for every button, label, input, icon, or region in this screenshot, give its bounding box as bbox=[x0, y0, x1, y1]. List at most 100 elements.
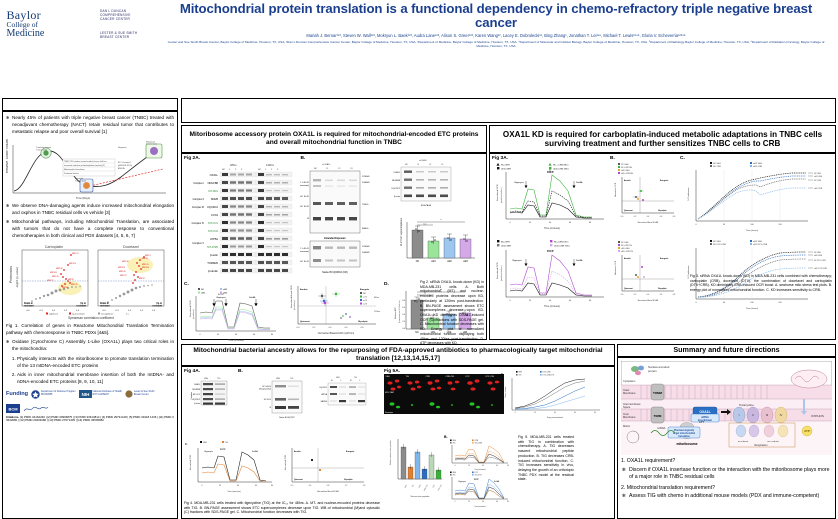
svg-text:FCCP: FCCP bbox=[547, 250, 554, 253]
svg-text:siKD VEH: siKD VEH bbox=[753, 163, 762, 165]
oxa1l-sub-1: Physically interacts with the mitoriboso… bbox=[17, 356, 174, 370]
svg-text:40: 40 bbox=[549, 222, 552, 224]
svg-text:OXPHOS: OXPHOS bbox=[811, 414, 824, 418]
svg-text:40: 40 bbox=[482, 465, 484, 467]
svg-text:0: 0 bbox=[509, 222, 511, 224]
background-bullets-2: We observe DNA-damaging agents induce in… bbox=[6, 203, 174, 240]
fig3a-label: Fig 3A. bbox=[492, 156, 508, 161]
svg-text:Normalized OCR: Normalized OCR bbox=[285, 454, 287, 470]
svg-text:Tumor state: Tumor state bbox=[146, 142, 158, 145]
svg-text:6.0: 6.0 bbox=[402, 307, 406, 309]
svg-text:80: 80 bbox=[589, 300, 592, 302]
goal-text: Our goal is to determine whether mitocho… bbox=[197, 105, 820, 115]
svg-text:Aerobic: Aerobic bbox=[624, 257, 631, 260]
background-bullet-2: We observe DNA-damaging agents induce in… bbox=[6, 203, 174, 217]
svg-text:CRB: CRB bbox=[426, 376, 431, 378]
svg-text:3: 3 bbox=[277, 169, 279, 171]
svg-text:NC+VEH: NC+VEH bbox=[501, 164, 510, 166]
svg-text:I: I bbox=[739, 413, 740, 417]
svg-text:up-in-resistant: up-in-resistant bbox=[72, 312, 85, 315]
svg-text:0: 0 bbox=[455, 501, 456, 503]
svg-text:Tumor state: Tumor state bbox=[75, 179, 87, 182]
svg-text:UQCRC2: UQCRC2 bbox=[319, 387, 327, 389]
svg-text:48hrs: 48hrs bbox=[230, 163, 237, 167]
svg-text:TIG+CRB: TIG+CRB bbox=[475, 443, 483, 445]
svg-text:siB1: siB1 bbox=[201, 293, 206, 295]
svg-text:Aerobic: Aerobic bbox=[624, 179, 631, 182]
svg-text:50: 50 bbox=[723, 224, 726, 226]
svg-text:NC VEH: NC VEH bbox=[713, 163, 721, 165]
svg-text:-log10 (p-value): -log10 (p-value) bbox=[15, 267, 19, 288]
right-section-title: OXA1L KD is required for carboplatin-ind… bbox=[489, 125, 836, 153]
svg-text:#2: #2 bbox=[429, 164, 432, 166]
svg-text:0.0: 0.0 bbox=[621, 216, 624, 218]
svg-text:TIG: TIG bbox=[453, 443, 456, 445]
svg-text:80: 80 bbox=[594, 412, 596, 414]
svg-text:VEH: VEH bbox=[386, 376, 391, 378]
svg-text:0.6: 0.6 bbox=[345, 327, 349, 329]
svg-text:NC VEH: NC VEH bbox=[814, 252, 821, 254]
svg-text:TIG+DTX: TIG+DTX bbox=[475, 475, 483, 477]
svg-text:0.4: 0.4 bbox=[647, 294, 650, 296]
bottom-title-text: Mitochondrial bacterial ancestry allows … bbox=[193, 347, 603, 362]
svg-text:MT-CO2: MT-CO2 bbox=[208, 229, 218, 233]
svg-text:20: 20 bbox=[529, 300, 532, 302]
svg-text:NC: NC bbox=[258, 169, 262, 171]
oxa1l-bullet-block: Oxidase (Cytochrome C) Assembly 1-Like (… bbox=[6, 339, 174, 353]
svg-text:MRPS5: MRPS5 bbox=[142, 258, 148, 260]
svg-text:TNBC PDX studies treated resid: TNBC PDX studies treated residual tumor … bbox=[64, 160, 107, 163]
svg-text:0.2: 0.2 bbox=[313, 327, 317, 329]
svg-text:Oligomycin: Oligomycin bbox=[458, 481, 466, 483]
svg-text:UQCRC2: UQCRC2 bbox=[192, 399, 200, 401]
svg-text:% Confluence: % Confluence bbox=[688, 187, 690, 201]
svg-text:NC: NC bbox=[363, 293, 367, 295]
background-bullet-3: Mitochondrial pathways, including Mitoch… bbox=[6, 219, 174, 240]
svg-text:translation: translation bbox=[678, 435, 690, 438]
svg-text:UQCRC2: UQCRC2 bbox=[392, 188, 401, 190]
svg-text:Inner: Inner bbox=[623, 412, 629, 416]
svg-text:DTX: DTX bbox=[433, 484, 437, 489]
svg-text:TIG: TIG bbox=[217, 378, 221, 380]
svg-text:VEH: VEH bbox=[276, 378, 281, 380]
svg-text:Up in: Up in bbox=[80, 303, 86, 305]
fig3c-label: C. bbox=[680, 156, 685, 161]
svg-text:FCCP: FCCP bbox=[474, 479, 479, 481]
svg-text:siKD+VEH: siKD+VEH bbox=[621, 248, 630, 250]
oxa1l-bullet: Oxidase (Cytochrome C) Assembly 1-Like (… bbox=[6, 339, 174, 353]
svg-text:Residual: Residual bbox=[75, 178, 84, 180]
svg-text:NC VEH: NC VEH bbox=[814, 173, 821, 175]
svg-text:20: 20 bbox=[534, 412, 536, 414]
svg-text:0.0: 0.0 bbox=[52, 310, 56, 312]
svg-text:NC VEH: NC VEH bbox=[713, 241, 721, 243]
svg-text:resistant: resistant bbox=[100, 305, 110, 308]
baylor-logo-block: Baylor College of Medicine bbox=[0, 0, 100, 48]
svg-text:OXA1L: OXA1L bbox=[394, 171, 401, 174]
svg-text:NDUFB8: NDUFB8 bbox=[392, 180, 401, 182]
svg-text:si#1: si#1 bbox=[431, 331, 436, 334]
svg-text:siKD+VEH: siKD+VEH bbox=[501, 245, 511, 247]
svg-text:Time (hours): Time (hours) bbox=[746, 229, 759, 232]
svg-text:Pharmacologically: Pharmacologically bbox=[674, 430, 695, 432]
svg-text:resistant: resistant bbox=[76, 305, 86, 308]
svg-text:MRPL22: MRPL22 bbox=[47, 280, 54, 282]
svg-text:Time (minutes): Time (minutes) bbox=[227, 490, 241, 493]
svg-text:2.0: 2.0 bbox=[402, 321, 406, 323]
svg-text:TIG: TIG bbox=[453, 475, 456, 477]
svg-text:(Respirasome): (Respirasome) bbox=[300, 184, 309, 187]
svg-text:Normalized OCR: Normalized OCR bbox=[614, 182, 617, 197]
svg-text:Complex I: Complex I bbox=[193, 182, 204, 185]
svg-text:Puromycin: Puromycin bbox=[385, 411, 393, 414]
baylor-college-of-medicine-logo: Baylor College of Medicine bbox=[1, 1, 98, 47]
svg-text:DTX+CRB+TIG: DTX+CRB+TIG bbox=[543, 375, 555, 377]
svg-text:SDHB: SDHB bbox=[211, 197, 218, 201]
svg-text:DTX+TIG: DTX+TIG bbox=[438, 484, 443, 492]
logo-line-2: College of bbox=[6, 20, 38, 30]
svg-text:knockdown: knockdown bbox=[698, 418, 713, 422]
svg-text:β-actin: β-actin bbox=[194, 402, 200, 405]
svg-text:OXA1L: OXA1L bbox=[699, 410, 710, 414]
svg-text:0.2: 0.2 bbox=[634, 216, 637, 218]
svg-text:0: 0 bbox=[199, 334, 201, 336]
